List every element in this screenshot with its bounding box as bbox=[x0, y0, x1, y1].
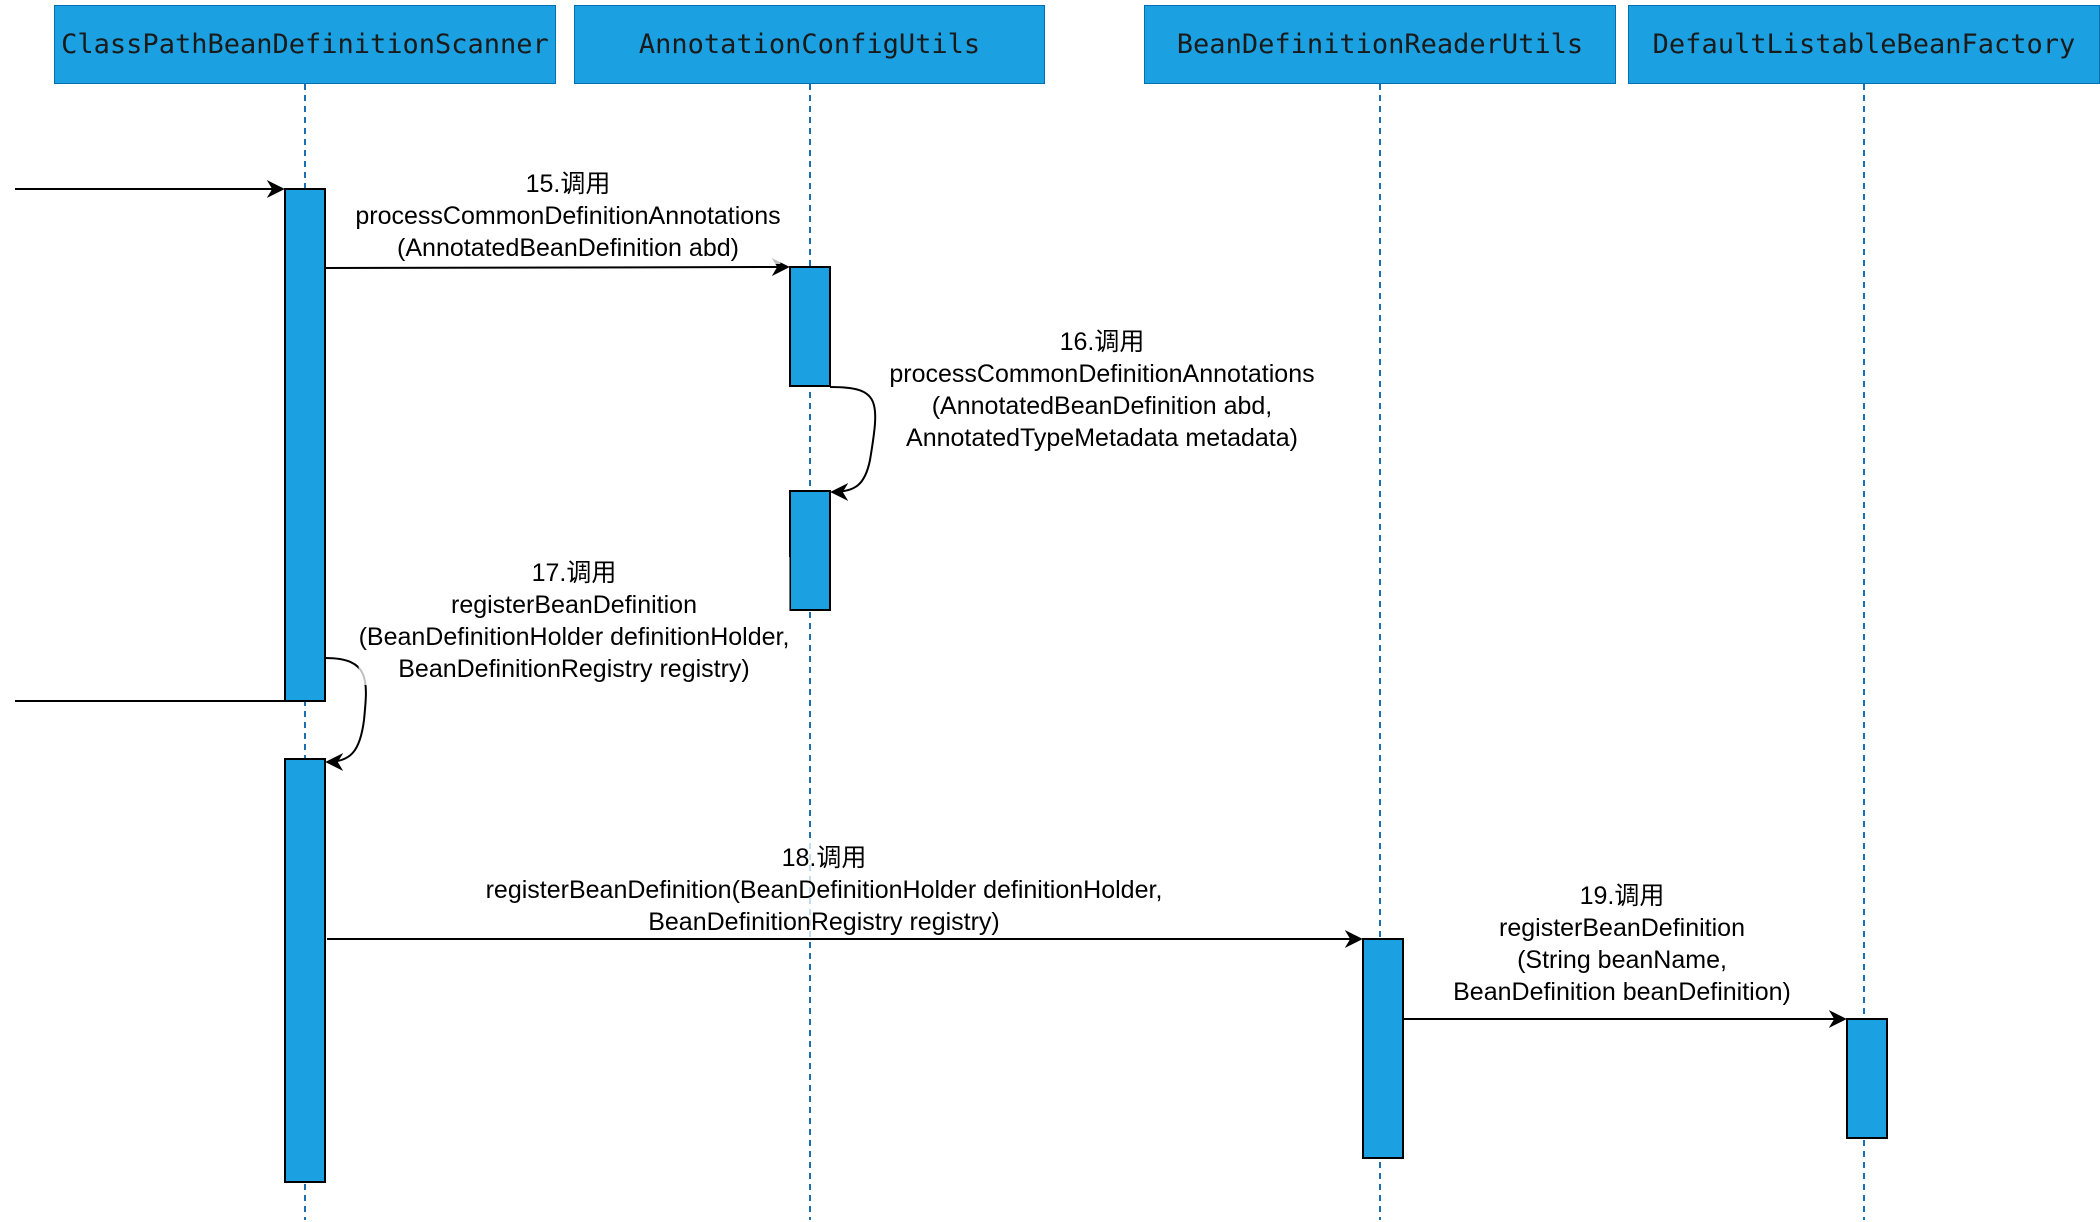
message-17-step: 17.调用 bbox=[358, 557, 790, 589]
message-16-step: 16.调用 bbox=[889, 326, 1315, 358]
message-17-line-3: BeanDefinitionRegistry registry) bbox=[358, 653, 790, 685]
participant-classpathbeandefinitionscanner: ClassPathBeanDefinitionScanner bbox=[54, 5, 556, 84]
message-15-label: 15.调用 processCommonDefinitionAnnotations… bbox=[355, 168, 781, 264]
activation-scanner-1 bbox=[284, 188, 326, 702]
message-17-line-2: (BeanDefinitionHolder definitionHolder, bbox=[358, 621, 790, 653]
message-17-arrow bbox=[324, 657, 367, 771]
message-15-line-1: processCommonDefinitionAnnotations bbox=[355, 200, 781, 232]
message-18-line-1: registerBeanDefinition(BeanDefinitionHol… bbox=[485, 874, 1163, 906]
message-19-line-1: registerBeanDefinition bbox=[1453, 912, 1791, 944]
message-16-line-3: AnnotatedTypeMetadata metadata) bbox=[889, 422, 1315, 454]
message-18-step: 18.调用 bbox=[485, 842, 1163, 874]
message-16-label: 16.调用 processCommonDefinitionAnnotations… bbox=[889, 326, 1315, 454]
participant-defaultlistablebeanfactory: DefaultListableBeanFactory bbox=[1628, 5, 2100, 84]
message-16-arrow bbox=[829, 386, 877, 501]
participant-annotationconfigutils: AnnotationConfigUtils bbox=[574, 5, 1045, 84]
activation-beanfactory bbox=[1846, 1018, 1888, 1139]
message-15-step: 15.调用 bbox=[355, 168, 781, 200]
activation-readerutils bbox=[1362, 938, 1404, 1159]
message-18-label: 18.调用 registerBeanDefinition(BeanDefinit… bbox=[485, 842, 1163, 938]
activation-configutils-2 bbox=[789, 490, 831, 611]
message-16-line-1: processCommonDefinitionAnnotations bbox=[889, 358, 1315, 390]
activation-configutils-1 bbox=[789, 266, 831, 387]
message-15-line-2: (AnnotatedBeanDefinition abd) bbox=[355, 232, 781, 264]
participant-beandefinitionreaderutils: BeanDefinitionReaderUtils bbox=[1144, 5, 1616, 84]
message-19-line-2: (String beanName, bbox=[1453, 944, 1791, 976]
message-19-label: 19.调用 registerBeanDefinition (String bea… bbox=[1453, 880, 1791, 1008]
message-19-line-3: BeanDefinition beanDefinition) bbox=[1453, 976, 1791, 1008]
activation-scanner-2 bbox=[284, 758, 326, 1183]
message-18-line-2: BeanDefinitionRegistry registry) bbox=[485, 906, 1163, 938]
message-19-step: 19.调用 bbox=[1453, 880, 1791, 912]
message-15-arrow bbox=[324, 258, 790, 277]
message-16-line-2: (AnnotatedBeanDefinition abd, bbox=[889, 390, 1315, 422]
message-17-label: 17.调用 registerBeanDefinition (BeanDefini… bbox=[358, 557, 790, 685]
message-17-line-1: registerBeanDefinition bbox=[358, 589, 790, 621]
